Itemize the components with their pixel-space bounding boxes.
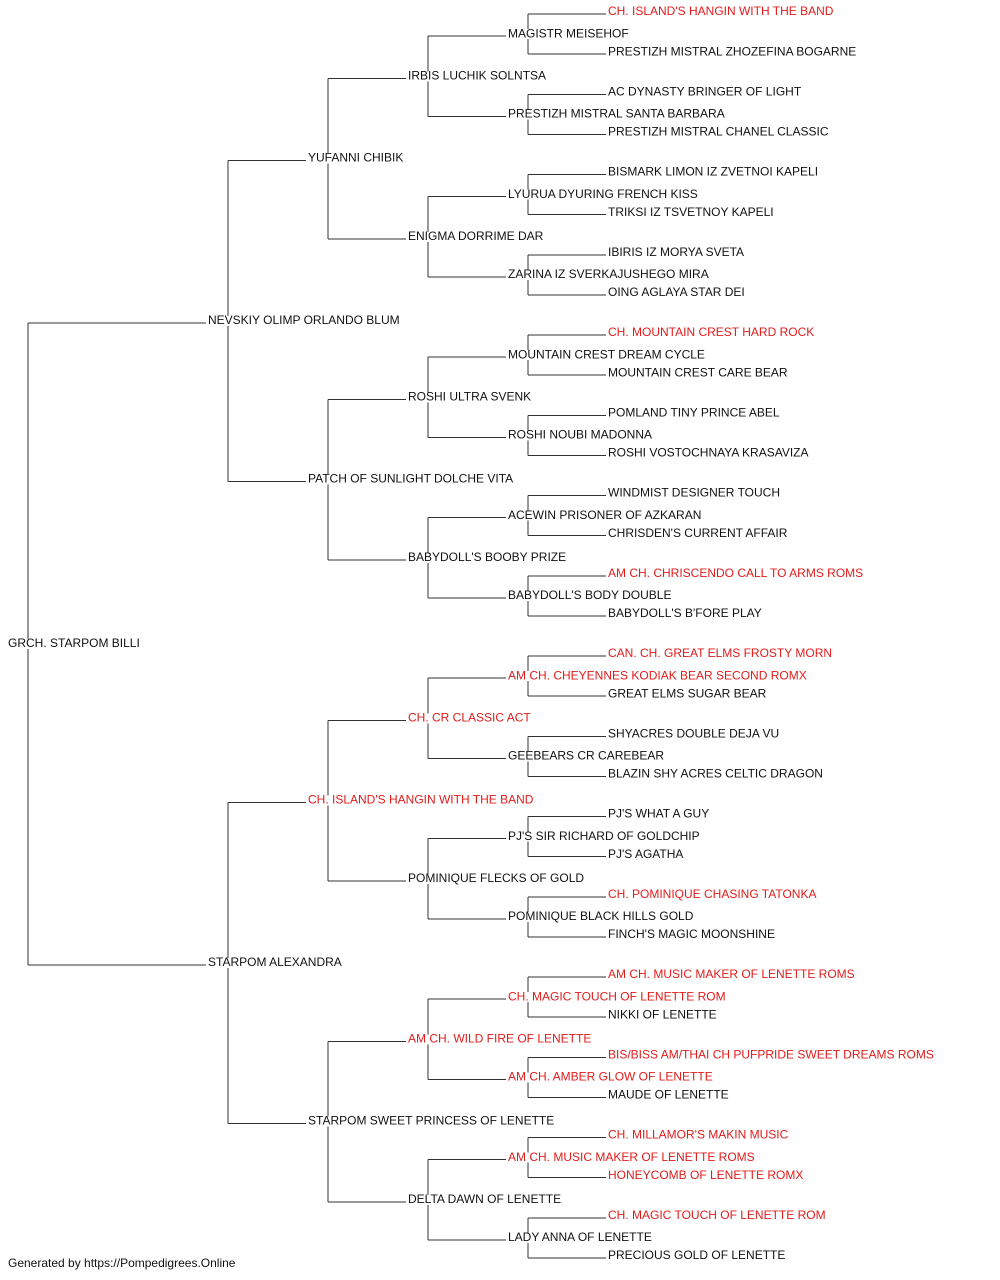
pedigree-name: MAUDE OF LENETTE <box>608 1088 729 1102</box>
pedigree-name: BABYDOLL'S BOOBY PRIZE <box>408 550 566 564</box>
pedigree-name: ROSHI ULTRA SVENK <box>408 389 531 403</box>
pedigree-name: AM CH. CHRISCENDO CALL TO ARMS ROMS <box>608 566 863 580</box>
pedigree-name: TRIKSI IZ TSVETNOY KAPELI <box>608 205 774 219</box>
pedigree-name: ZARINA IZ SVERKAJUSHEGO MIRA <box>508 267 709 281</box>
pedigree-name: AM CH. AMBER GLOW OF LENETTE <box>508 1070 713 1084</box>
pedigree-name: BABYDOLL'S B'FORE PLAY <box>608 606 762 620</box>
pedigree-name: PRECIOUS GOLD OF LENETTE <box>608 1248 785 1262</box>
pedigree-name: POMINIQUE BLACK HILLS GOLD <box>508 909 694 923</box>
pedigree-name: IRBIS LUCHIK SOLNTSA <box>408 68 546 82</box>
pedigree-name: CAN. CH. GREAT ELMS FROSTY MORN <box>608 646 832 660</box>
pedigree-name: GEEBEARS CR CAREBEAR <box>508 749 664 763</box>
pedigree-name: BIS/BISS AM/THAI CH PUFPRIDE SWEET DREAM… <box>608 1047 934 1061</box>
pedigree-name: SHYACRES DOUBLE DEJA VU <box>608 726 779 740</box>
pedigree-name: WINDMIST DESIGNER TOUCH <box>608 486 780 500</box>
pedigree-name: STARPOM ALEXANDRA <box>208 955 342 969</box>
pedigree-name: BISMARK LIMON IZ ZVETNOI KAPELI <box>608 165 818 179</box>
pedigree-name: GREAT ELMS SUGAR BEAR <box>608 686 767 700</box>
pedigree-name: HONEYCOMB OF LENETTE ROMX <box>608 1168 803 1182</box>
pedigree-name: AM CH. MUSIC MAKER OF LENETTE ROMS <box>608 967 855 981</box>
pedigree-name: ACEWIN PRISONER OF AZKARAN <box>508 508 701 522</box>
pedigree-name: IBIRIS IZ MORYA SVETA <box>608 245 744 259</box>
pedigree-name: MAGISTR MEISEHOF <box>508 26 629 40</box>
pedigree-name: STARPOM SWEET PRINCESS OF LENETTE <box>308 1114 554 1128</box>
pedigree-name: NIKKI OF LENETTE <box>608 1007 717 1021</box>
pedigree-name: MOUNTAIN CREST DREAM CYCLE <box>508 347 705 361</box>
pedigree-name: BABYDOLL'S BODY DOUBLE <box>508 588 671 602</box>
pedigree-name: ENIGMA DORRIME DAR <box>408 229 544 243</box>
pedigree-name: MOUNTAIN CREST CARE BEAR <box>608 365 788 379</box>
pedigree-name: PJ'S SIR RICHARD OF GOLDCHIP <box>508 829 700 843</box>
pedigree-name: CH. ISLAND'S HANGIN WITH THE BAND <box>608 4 834 18</box>
pedigree-name: BLAZIN SHY ACRES CELTIC DRAGON <box>608 767 823 781</box>
pedigree-name: PATCH OF SUNLIGHT DOLCHE VITA <box>308 472 513 486</box>
pedigree-name: PJ'S AGATHA <box>608 847 683 861</box>
pedigree-name: ROSHI VOSTOCHNAYA KRASAVIZA <box>608 446 809 460</box>
pedigree-name: CH. ISLAND'S HANGIN WITH THE BAND <box>308 793 534 807</box>
pedigree-name: FINCH'S MAGIC MOONSHINE <box>608 927 775 941</box>
pedigree-name: CHRISDEN'S CURRENT AFFAIR <box>608 526 788 540</box>
footer-credit: Generated by https://Pompedigrees.Online <box>8 1256 236 1270</box>
pedigree-name: CH. MAGIC TOUCH OF LENETTE ROM <box>508 989 726 1003</box>
pedigree-name: POMINIQUE FLECKS OF GOLD <box>408 871 584 885</box>
pedigree-name: PRESTIZH MISTRAL CHANEL CLASSIC <box>608 125 829 139</box>
pedigree-name: AM CH. MUSIC MAKER OF LENETTE ROMS <box>508 1150 755 1164</box>
pedigree-name: PRESTIZH MISTRAL ZHOZEFINA BOGARNE <box>608 44 856 58</box>
pedigree-name: POMLAND TINY PRINCE ABEL <box>608 405 780 419</box>
pedigree-name: CH. MAGIC TOUCH OF LENETTE ROM <box>608 1208 826 1222</box>
pedigree-name: LYURUA DYURING FRENCH KISS <box>508 187 698 201</box>
pedigree-name: CH. CR CLASSIC ACT <box>408 710 531 724</box>
pedigree-name: CH. MILLAMOR'S MAKIN MUSIC <box>608 1128 789 1142</box>
pedigree-name: LADY ANNA OF LENETTE <box>508 1230 652 1244</box>
pedigree-name: YUFANNI CHIBIK <box>308 151 403 165</box>
pedigree-name: CH. POMINIQUE CHASING TATONKA <box>608 887 816 901</box>
pedigree-name: AM CH. CHEYENNES KODIAK BEAR SECOND ROMX <box>508 668 807 682</box>
pedigree-name: DELTA DAWN OF LENETTE <box>408 1192 561 1206</box>
pedigree-name: CH. MOUNTAIN CREST HARD ROCK <box>608 325 814 339</box>
pedigree-name: GRCH. STARPOM BILLI <box>8 636 140 650</box>
pedigree-name: AC DYNASTY BRINGER OF LIGHT <box>608 84 802 98</box>
pedigree-name: NEVSKIY OLIMP ORLANDO BLUM <box>208 313 400 327</box>
pedigree-name: PRESTIZH MISTRAL SANTA BARBARA <box>508 107 725 121</box>
pedigree-name: AM CH. WILD FIRE OF LENETTE <box>408 1031 591 1045</box>
pedigree-name: OING AGLAYA STAR DEI <box>608 285 745 299</box>
pedigree-name: ROSHI NOUBI MADONNA <box>508 428 652 442</box>
pedigree-name: PJ'S WHAT A GUY <box>608 807 709 821</box>
